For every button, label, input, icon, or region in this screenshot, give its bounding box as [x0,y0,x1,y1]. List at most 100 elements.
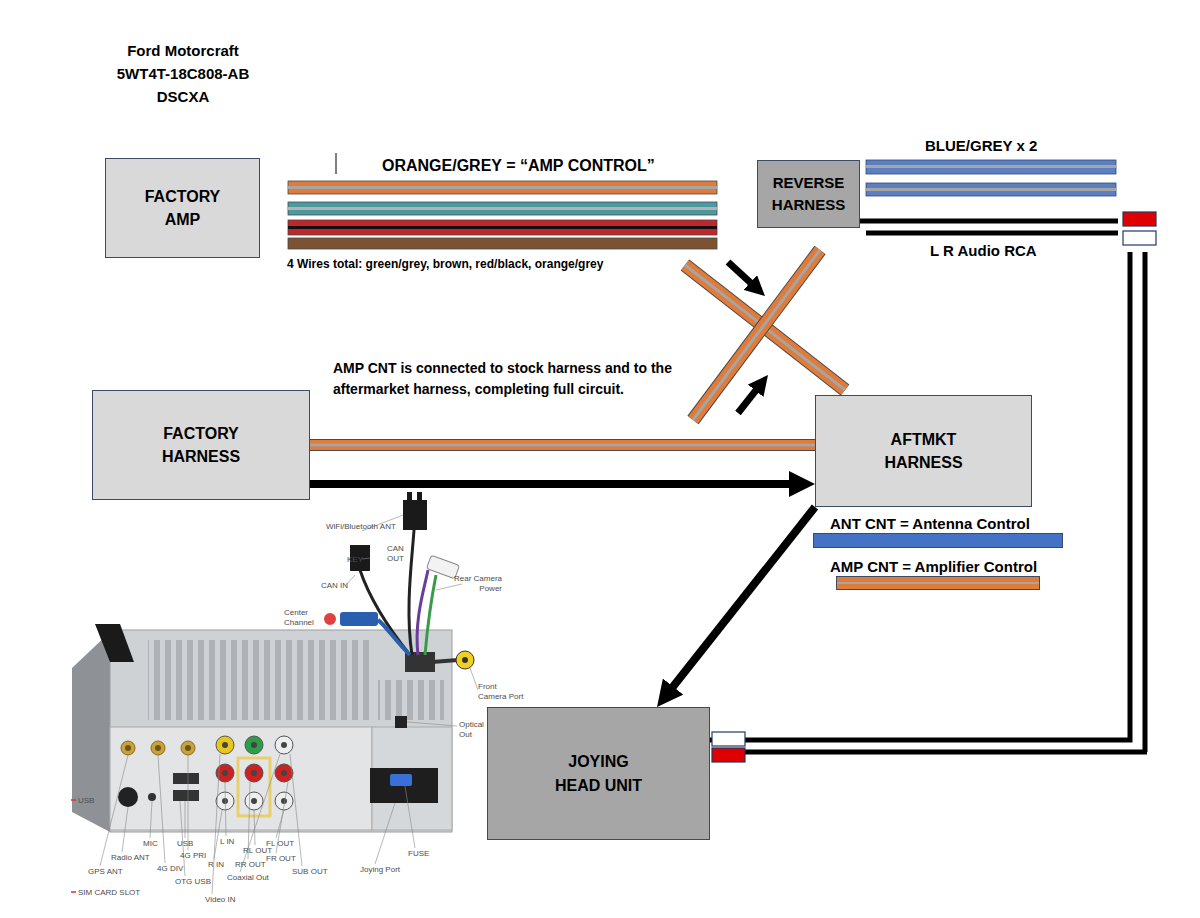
flow-arrow [657,507,815,707]
radio-antenna-port [118,787,138,807]
center-channel-plug [340,612,378,626]
rca-center [281,770,287,776]
antenna-jack [151,741,165,755]
port-label: CAN OUT [387,544,407,564]
annotation-text: 4 Wires total: green/grey, brown, red/bl… [287,257,603,271]
wire-stripe [866,165,1116,168]
red-rca-plug [712,748,745,762]
leader-line [362,558,370,559]
box-title: REVERSE HARNESS [761,172,856,216]
wire-stripe [693,250,820,420]
port-label: Joying Port [360,865,400,875]
rca-wire [378,620,410,655]
rca-jack [275,736,293,754]
brown-wire [288,238,717,249]
antenna-jack [185,745,191,751]
port-label: L IN [220,837,234,847]
mic-port [148,793,156,801]
box-title: FACTORY AMP [138,185,228,231]
leader-lines [100,515,478,894]
rca-jack [216,736,234,754]
camera-wire [432,660,458,662]
port-label: FL OUT [266,839,294,849]
port-label: OTG USB [175,877,211,887]
box-title: JOYING HEAD UNIT [544,750,654,796]
port-label: Optical Out [459,720,489,740]
leader-line [375,803,395,864]
front-camera-plug [456,651,474,669]
rca-center [222,770,228,776]
rca-wire [1143,252,1148,752]
port-label: USB [177,839,193,849]
highlight-box [238,758,270,816]
port-panel [110,727,372,830]
legend-swatch [813,533,1063,548]
annotation-text: 5WT4T-18C808-AB [33,65,333,83]
flow-arrow [310,480,815,488]
plug-pin [407,492,412,501]
rca-jack [245,736,263,754]
box-title: AFTMKT HARNESS [874,428,974,474]
port-label: GPS ANT [88,867,123,877]
leader-line [470,668,478,690]
heatsink [378,680,444,720]
port-label: 4G PRI [180,851,206,861]
rca-wire [866,231,1118,236]
port-label: SIM CARD SLOT [78,888,140,898]
leader-line [122,807,128,852]
antenna-jack [181,741,195,755]
fuse-block [390,774,412,786]
harness-box: FACTORY HARNESS [92,390,310,500]
usb-port [173,773,199,784]
harness-box: AFTMKT HARNESS [815,395,1032,507]
rca-tip [323,612,337,626]
legend-text: ANT CNT = Antenna Control [830,515,1030,533]
port-label: SUB OUT [292,867,328,877]
leader-line [436,584,462,590]
optical-port [395,716,407,728]
leader-line [150,801,152,838]
rca-cable [710,221,1130,740]
port-label: Coaxial Out [227,873,269,883]
white-rca-plug [1123,231,1156,245]
cable [95,624,134,662]
blue-grey-wire [866,160,1116,174]
port-label: Video IN [205,895,236,905]
leader-line [290,754,302,866]
blue-grey-wires [866,160,1116,196]
red-dash [71,799,76,801]
rca-center [251,798,257,804]
wire-outline [693,250,820,420]
wifi-plug [403,500,427,530]
port-label: KEY [347,555,363,565]
wire-stripe [288,226,717,229]
harness-box: REVERSE HARNESS [757,160,860,228]
legend-text: AMP CNT = Amplifier Control [830,558,1037,576]
white-rca-plug [712,732,745,746]
annotation-text: Ford Motorcraft [33,42,333,60]
rca-center [462,657,468,663]
orange-grey-wire [310,440,815,450]
green-grey-wire [288,202,717,215]
port-label: CAN IN [321,581,348,591]
wire-stripe [866,188,1116,191]
leader-line [212,754,220,894]
leader-line [188,755,189,850]
amp-wires [288,181,717,249]
leader-line [407,722,457,726]
rca-wire [745,233,1147,752]
chassis-side [72,632,110,832]
port-label: Front Camera Port [478,682,524,702]
rca-center [222,798,228,804]
plug-pin [417,492,422,501]
leader-line [158,755,165,863]
direction-arrow [738,375,768,413]
port-label: 4G DIV [157,864,183,874]
wire-stripe [310,444,815,447]
port-label: Radio ANT [111,853,150,863]
port-label: FUSE [408,849,429,859]
rca-center [222,742,228,748]
annotation-text: L R Audio RCA [930,242,1037,260]
port-label: R IN [208,860,224,870]
